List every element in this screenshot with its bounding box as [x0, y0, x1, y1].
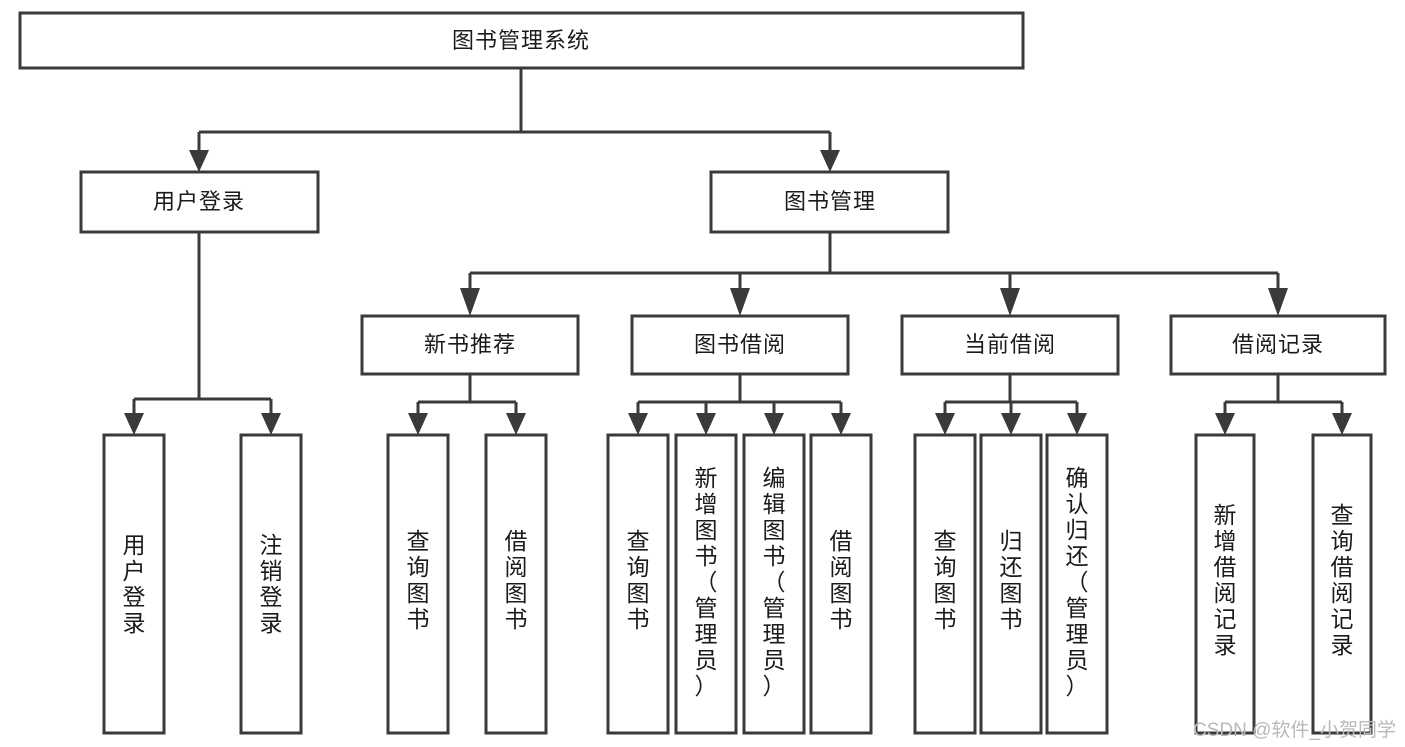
node-leaf-return-book-box[interactable]	[979, 433, 1043, 735]
node-new-book-recommend-label: 新书推荐	[424, 332, 516, 357]
node-leaf-logout-login[interactable]: 注销登录	[239, 433, 303, 735]
connector-newbook-bus	[416, 374, 518, 415]
node-leaf-confirm-return[interactable]: 确认归还（管理员）	[1045, 433, 1109, 735]
arrowhead-to-new-book-recommend	[460, 288, 480, 316]
arrowhead-to-book-borrow	[730, 288, 750, 316]
node-book-manage[interactable]: 图书管理	[709, 170, 950, 234]
connector-borrowrecord-bus	[1223, 374, 1344, 415]
node-leaf-confirm-return-label: 确认归还（管理员）	[1066, 465, 1089, 699]
connector-bookborrow-bus	[636, 374, 843, 415]
node-leaf-logout-login-box[interactable]	[239, 433, 303, 735]
node-leaf-user-login-box[interactable]	[102, 433, 166, 735]
node-new-book-recommend-box[interactable]	[360, 314, 580, 376]
node-book-manage-label: 图书管理	[784, 189, 876, 214]
csdn-watermark: CSDN @软件_小贺同学	[1193, 719, 1396, 741]
node-borrow-record-label: 借阅记录	[1232, 332, 1324, 357]
arrowhead-to-leaf-borrow-book	[831, 413, 851, 435]
node-leaf-logout-login-label: 注销登录	[260, 532, 283, 636]
arrowhead-to-leaf-return-book	[1001, 413, 1021, 435]
node-leaf-add-book-box[interactable]	[674, 433, 738, 735]
node-user-login-box[interactable]	[79, 170, 320, 234]
node-leaf-return-book[interactable]: 归还图书	[979, 433, 1043, 735]
node-leaf-query-book-current-label: 查询图书	[934, 528, 957, 632]
node-current-borrow-label: 当前借阅	[964, 332, 1056, 357]
node-borrow-record-box[interactable]	[1169, 314, 1387, 376]
node-leaf-user-login-label: 用户登录	[123, 532, 146, 636]
connector-root-bus	[197, 68, 832, 152]
arrowhead-to-leaf-confirm-return	[1067, 413, 1087, 435]
node-leaf-query-book-borrow-box[interactable]	[606, 433, 670, 735]
connector-currentborrow-bus	[943, 374, 1079, 415]
arrowhead-to-leaf-user-login	[124, 413, 144, 435]
node-leaf-borrow-book[interactable]: 借阅图书	[809, 433, 873, 735]
node-leaf-user-login[interactable]: 用户登录	[102, 433, 166, 735]
node-leaf-borrow-book-rec-label: 借阅图书	[505, 528, 528, 632]
node-leaf-borrow-book-rec-box[interactable]	[484, 433, 548, 735]
arrowhead-to-leaf-query-book-borrow	[628, 413, 648, 435]
node-leaf-borrow-book-rec[interactable]: 借阅图书	[484, 433, 548, 735]
node-leaf-query-record[interactable]: 查询借阅记录	[1311, 433, 1373, 735]
node-leaf-query-book-rec-box[interactable]	[386, 433, 450, 735]
node-leaf-edit-book[interactable]: 编辑图书（管理员）	[742, 433, 806, 735]
arrowhead-to-leaf-edit-book	[764, 413, 784, 435]
connector-bookmanage-bus	[468, 232, 1280, 290]
node-leaf-add-book-label: 新增图书（管理员）	[695, 465, 718, 699]
node-user-login[interactable]: 用户登录	[79, 170, 320, 234]
node-leaf-query-book-rec-label: 查询图书	[407, 528, 430, 632]
node-leaf-query-book-borrow-label: 查询图书	[627, 528, 650, 632]
arrowhead-to-borrow-record	[1268, 288, 1288, 316]
node-leaf-query-book-borrow[interactable]: 查询图书	[606, 433, 670, 735]
arrowhead-to-leaf-query-book-rec	[408, 413, 428, 435]
node-book-borrow-box[interactable]	[630, 314, 850, 376]
node-root-label: 图书管理系统	[452, 28, 590, 53]
node-book-borrow[interactable]: 图书借阅	[630, 314, 850, 376]
node-current-borrow[interactable]: 当前借阅	[900, 314, 1120, 376]
arrowhead-to-leaf-logout-login	[261, 413, 281, 435]
node-root[interactable]: 图书管理系统	[18, 11, 1025, 70]
arrowhead-to-current-borrow	[1000, 288, 1020, 316]
node-borrow-record[interactable]: 借阅记录	[1169, 314, 1387, 376]
node-leaf-add-book[interactable]: 新增图书（管理员）	[674, 433, 738, 735]
connector-userlogin-bus	[132, 232, 273, 415]
node-new-book-recommend[interactable]: 新书推荐	[360, 314, 580, 376]
node-leaf-edit-book-label: 编辑图书（管理员）	[763, 465, 786, 699]
node-leaf-borrow-book-box[interactable]	[809, 433, 873, 735]
node-root-box[interactable]	[18, 11, 1025, 70]
node-leaf-add-record[interactable]: 新增借阅记录	[1194, 433, 1256, 735]
node-leaf-confirm-return-box[interactable]	[1045, 433, 1109, 735]
leaf-node-layer: 用户登录 注销登录 查询图书 借阅图书 查询图书 新增图书（管理员）	[102, 433, 1373, 735]
node-leaf-query-book-current[interactable]: 查询图书	[913, 433, 977, 735]
node-leaf-query-book-rec[interactable]: 查询图书	[386, 433, 450, 735]
node-leaf-add-record-label: 新增借阅记录	[1214, 502, 1237, 658]
arrowhead-to-leaf-borrow-book-rec	[506, 413, 526, 435]
arrowhead-to-leaf-add-record	[1215, 413, 1235, 435]
node-leaf-borrow-book-label: 借阅图书	[830, 528, 853, 632]
node-leaf-query-record-label: 查询借阅记录	[1331, 502, 1354, 658]
arrowhead-to-leaf-add-book	[696, 413, 716, 435]
node-book-manage-box[interactable]	[709, 170, 950, 234]
node-leaf-return-book-label: 归还图书	[1000, 528, 1023, 632]
connector-layer	[124, 68, 1352, 435]
node-leaf-query-book-current-box[interactable]	[913, 433, 977, 735]
node-leaf-edit-book-box[interactable]	[742, 433, 806, 735]
arrowhead-to-leaf-query-book-current	[935, 413, 955, 435]
node-current-borrow-box[interactable]	[900, 314, 1120, 376]
node-leaf-query-record-box[interactable]	[1311, 433, 1373, 735]
arrowhead-to-leaf-query-record	[1332, 413, 1352, 435]
arrowhead-to-book-manage	[820, 150, 840, 172]
node-user-login-label: 用户登录	[153, 189, 245, 214]
node-leaf-add-record-box[interactable]	[1194, 433, 1256, 735]
arrowhead-to-user-login	[189, 150, 209, 172]
node-book-borrow-label: 图书借阅	[694, 332, 786, 357]
